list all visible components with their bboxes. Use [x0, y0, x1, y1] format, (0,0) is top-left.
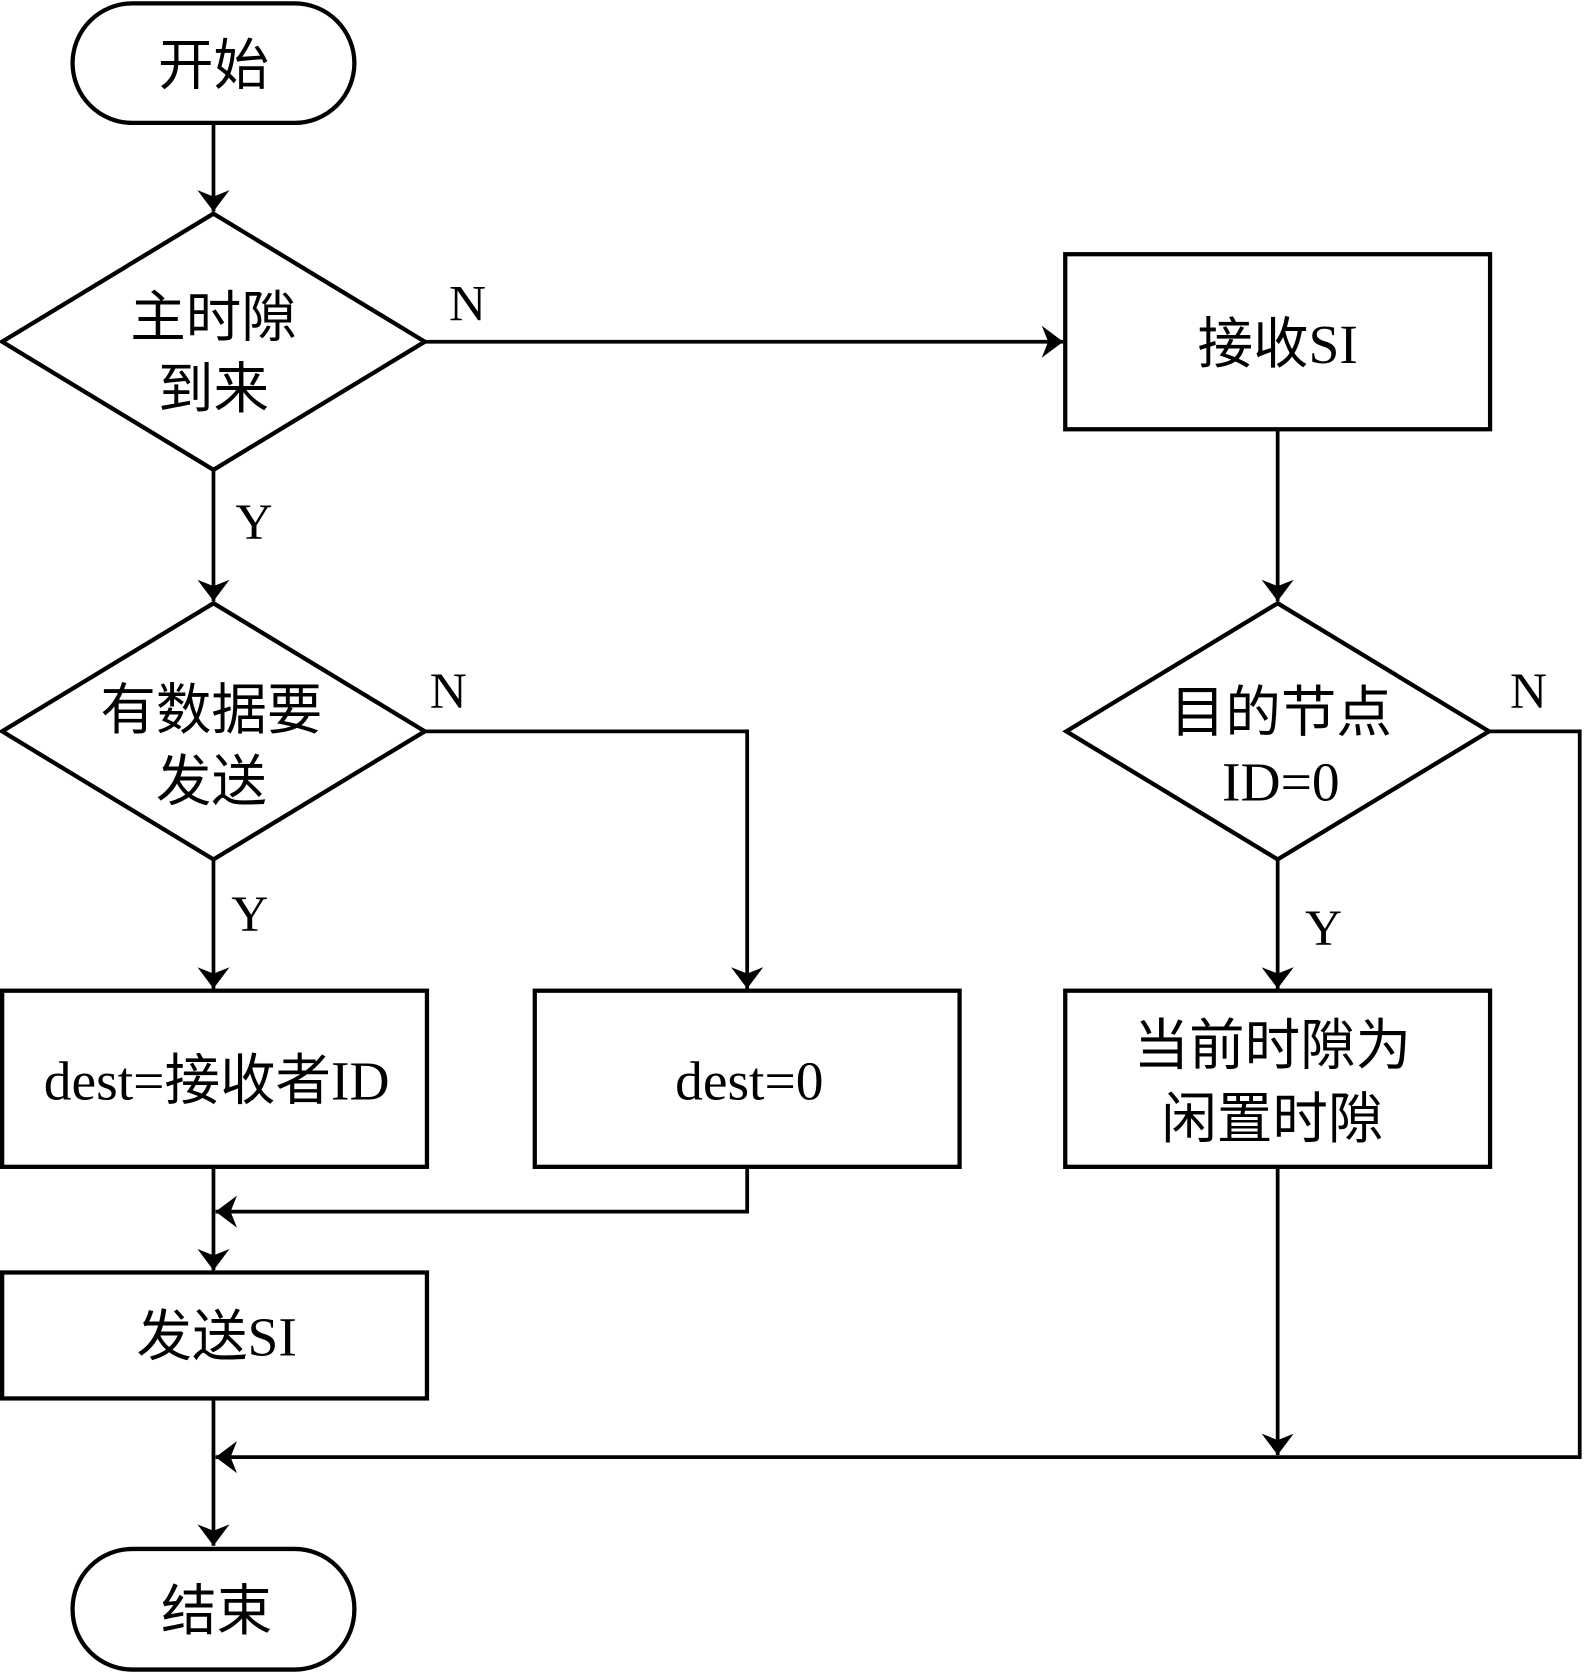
start-label: 开始 [158, 36, 269, 97]
has-data-label-line2: 发送 [156, 753, 267, 814]
edge-dest-node-no [215, 729, 1582, 1474]
dest-zero-label: dest=0 [675, 1052, 823, 1113]
send-si-label: 发送SI [136, 1308, 296, 1369]
dest-receiver-box: dest=接收者ID [0, 988, 430, 1169]
dest-node-yes-label: Y [1305, 900, 1342, 957]
has-data-decision: 有数据要 发送 [0, 600, 429, 862]
has-data-yes-label: Y [231, 886, 268, 943]
receive-si-box: 接收SI [1063, 252, 1493, 432]
idle-slot-label-line1: 当前时隙为 [1134, 1016, 1412, 1077]
dest-zero-box: dest=0 [532, 988, 962, 1169]
dest-node-label-line2: ID=0 [1222, 753, 1340, 814]
dest-node-label-line1: 目的节点 [1170, 683, 1392, 744]
send-si-box: 发送SI [0, 1270, 430, 1401]
has-data-label-line1: 有数据要 [100, 681, 322, 742]
idle-slot-box: 当前时隙为 闲置时隙 [1063, 988, 1493, 1169]
edge-dest-zero-merge [215, 1166, 750, 1228]
idle-slot-label-line2: 闲置时隙 [1161, 1090, 1383, 1151]
dest-node-decision: 目的节点 ID=0 [1062, 600, 1494, 862]
start-node: 开始 [70, 1, 357, 126]
main-slot-yes-label: Y [236, 494, 273, 551]
has-data-no-label: N [430, 663, 467, 720]
connectors [197, 122, 1582, 1546]
end-node: 结束 [70, 1546, 357, 1672]
main-slot-label-line2: 到来 [158, 360, 269, 421]
main-slot-decision: 主时隙 到来 [0, 211, 429, 473]
end-label: 结束 [161, 1582, 272, 1643]
edge-has-data-no [424, 729, 764, 989]
main-slot-no-label: N [449, 275, 486, 332]
main-slot-label-line1: 主时隙 [130, 288, 297, 349]
dest-receiver-label: dest=接收者ID [44, 1052, 390, 1113]
dest-node-no-label: N [1510, 663, 1547, 720]
receive-si-label: 接收SI [1197, 315, 1357, 376]
